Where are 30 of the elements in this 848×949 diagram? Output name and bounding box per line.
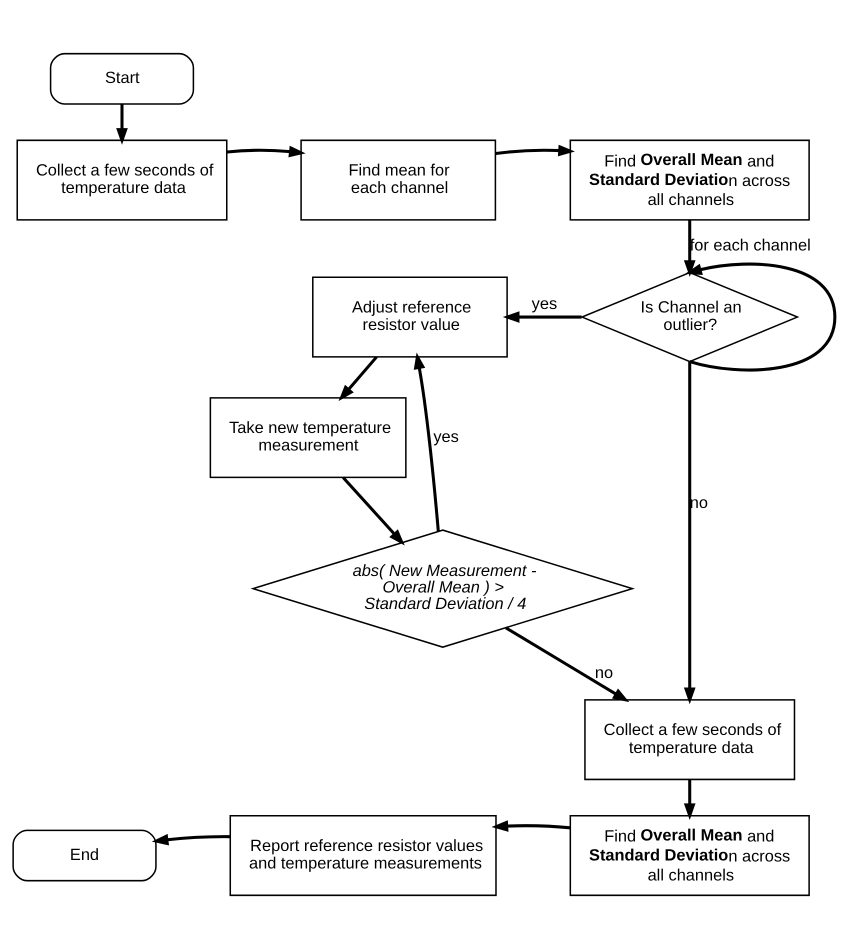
edge-label: yes (433, 428, 459, 446)
arrow (684, 780, 696, 820)
arrow (505, 626, 630, 702)
arrow (684, 220, 696, 277)
arrow (685, 262, 836, 372)
arrow (116, 104, 128, 145)
edge-label: yes (532, 295, 558, 314)
arrow (684, 362, 696, 704)
node-box: Find mean for each channel (300, 140, 496, 221)
node-box: Find Overall Mean and Standard Deviation across all channels (570, 140, 810, 221)
node-box: Collect a few seconds of temperature data (584, 699, 796, 780)
edge-label: no (594, 664, 614, 682)
arrow (342, 476, 405, 546)
arrow (338, 356, 378, 402)
edge-label: no (690, 494, 708, 512)
node-box: Start (50, 52, 194, 105)
node-diamond: Is Channel an outlier? (580, 272, 800, 362)
arrow (492, 820, 570, 832)
arrow (227, 146, 306, 158)
arrow (152, 834, 230, 846)
node-box: Collect a few seconds of temperature data (16, 140, 228, 221)
node-box: Find Overall Mean and Standard Deviation across all channels (570, 814, 810, 896)
node-box: Report reference resistor values and temperature measurements (230, 814, 497, 896)
arrow (502, 311, 582, 323)
node-box: Take new temperature measurement (210, 397, 407, 478)
arrow (414, 352, 440, 532)
arrow (495, 144, 575, 156)
edge-label: for each channel (690, 236, 811, 255)
node-box: End (12, 830, 157, 882)
node-box: Adjust reference resistor value (312, 276, 508, 358)
